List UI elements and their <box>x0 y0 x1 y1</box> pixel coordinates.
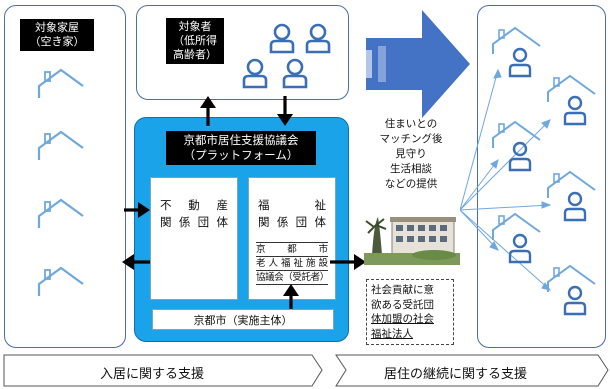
continued-living-panel <box>477 5 606 348</box>
person-icon <box>282 58 308 89</box>
elderly-council-line3: 協議会（受託者） <box>256 272 329 285</box>
house-icon <box>37 198 84 228</box>
banner-continued-living-support: 居住の継続に関する支援 <box>384 367 528 382</box>
house-person-icon <box>492 212 541 264</box>
real-estate-label-line2: 関 係 団 体 <box>160 215 228 229</box>
social-welfare-note: 社会貢献に意 欲ある受託団 体加盟の社会 福祉法人 <box>366 279 454 345</box>
welfare-box <box>248 177 336 300</box>
services-text: 住まいとの マッチング後 見守り 生活相談 などの提供 <box>379 118 443 190</box>
person-icon <box>242 58 268 89</box>
house-person-icon <box>547 74 596 126</box>
house-icon <box>37 68 84 98</box>
elderly-council-sub: 京 都 市 老人福祉施設 協議会（受託者） <box>256 242 329 285</box>
person-icon <box>305 23 331 54</box>
council-title: 京都市居住支援協議会 （プラットフォーム） <box>166 131 316 165</box>
distribution-lines <box>459 68 552 291</box>
banner-moving-in-support: 入居に関する支援 <box>100 367 205 382</box>
bottom-banners-shapes <box>3 354 609 387</box>
house-person-icon <box>547 170 596 222</box>
target-persons-title: 対象者 （低所得 高齢者） <box>166 18 224 64</box>
house-person-icon <box>492 120 541 172</box>
house-icon <box>37 266 84 296</box>
real-estate-box <box>150 177 238 300</box>
welfare-facility-image <box>364 203 460 265</box>
welfare-label-line1: 福 祉 <box>258 198 326 212</box>
big-right-arrow <box>366 10 470 118</box>
person-icon <box>269 23 295 54</box>
welfare-label-line2: 関 係 団 体 <box>258 215 326 229</box>
target-houses-panel <box>4 5 126 348</box>
city-box <box>152 309 334 330</box>
real-estate-label-line1: 不 動 産 <box>160 198 228 212</box>
city-label: 京都市（実施主体） <box>193 314 293 327</box>
elderly-council-line1: 京 都 市 <box>256 244 328 257</box>
house-person-icon <box>547 264 596 316</box>
house-icon <box>37 130 84 160</box>
target-houses-title: 対象家屋 （空き家） <box>20 19 94 51</box>
house-person-icon <box>492 26 541 78</box>
elderly-council-line2: 老人福祉施設 <box>256 258 328 271</box>
